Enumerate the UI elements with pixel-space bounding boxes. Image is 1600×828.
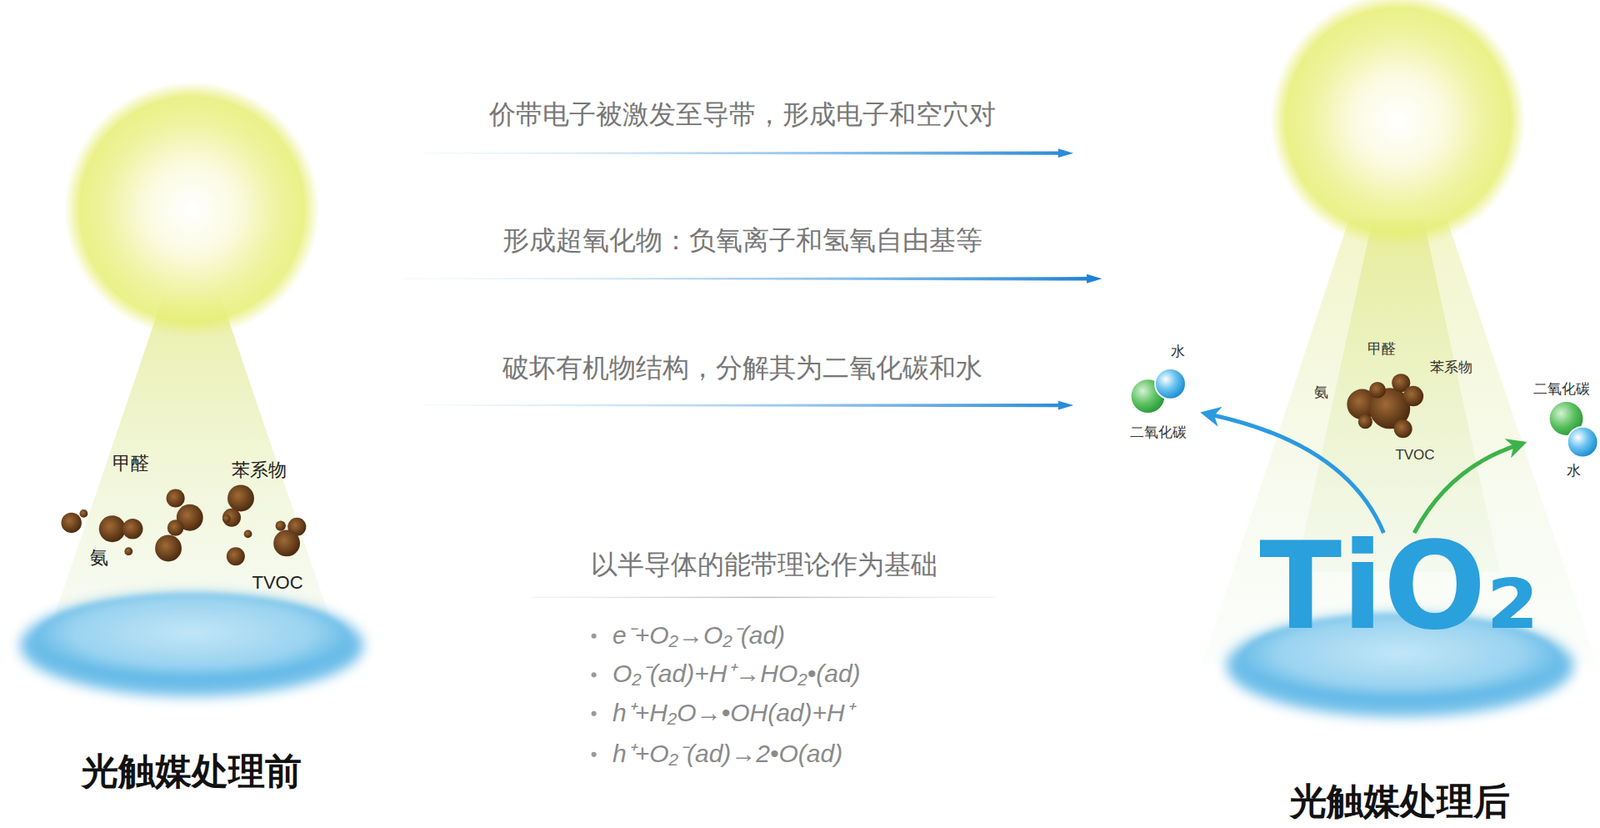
pollutant-label: 甲醛	[112, 452, 150, 474]
pollutant-label: TVOC	[251, 571, 303, 593]
product-label: 二氧化碳	[1533, 380, 1590, 398]
pollutant-label: 苯系物	[1430, 359, 1473, 376]
step-text: 价带电子被激发至导带，形成电子和空穴对	[489, 99, 996, 130]
scene-caption: 光触媒处理后	[1290, 780, 1510, 823]
product-label: 水	[1566, 462, 1581, 480]
pollutant-label: 甲醛	[1367, 340, 1396, 358]
equation: h⁺+O₂⁻(ad)→2•O(ad)	[612, 739, 843, 769]
product-label: 水	[1170, 343, 1185, 360]
pollutant-label: 苯系物	[231, 459, 287, 480]
scene-caption: 光触媒处理前	[81, 750, 302, 793]
pollutant-label: 氨	[90, 546, 109, 568]
pollutant-label: 氨	[1314, 384, 1329, 401]
product-label: 二氧化碳	[1130, 424, 1187, 441]
theory-heading: 以半导体的能带理论作为基础	[590, 549, 938, 580]
equation: e⁻+O₂→O₂⁻(ad)	[612, 620, 785, 650]
step-text: 形成超氧化物：负氧离子和氢氧自由基等	[502, 225, 983, 256]
equation: O₂⁻(ad)+H⁺→HO₂•(ad)	[612, 659, 861, 689]
catalyst-name: TiO₂	[1259, 525, 1539, 646]
step-text: 破坏有机物结构，分解其为二氧化碳和水	[502, 352, 983, 384]
equation: h⁺+H₂O→•OH(ad)+H⁺	[612, 698, 854, 728]
pollutant-label: TVOC	[1395, 446, 1435, 464]
